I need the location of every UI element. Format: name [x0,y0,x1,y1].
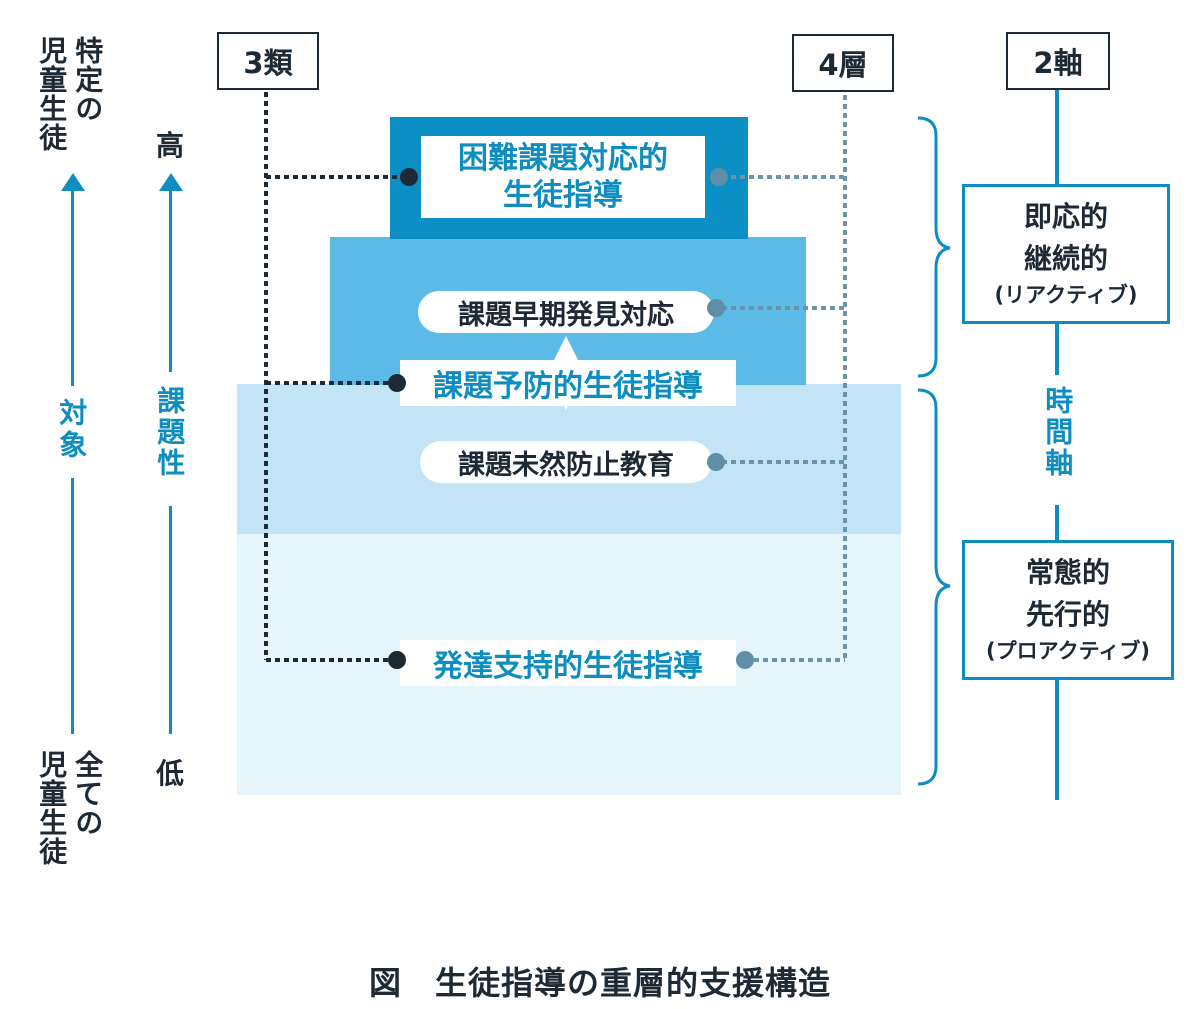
proactive-line1: 常態的 [1025,556,1110,590]
difficult-label-line1: 困難課題対応的 [458,140,668,176]
proactive-box: 常態的 先行的 (プロアクティブ) [962,540,1174,680]
four-layers-header-text: 4層 [818,48,868,82]
three-types-dot-development [388,651,406,669]
difficult-label-box: 困難課題対応的 生徒指導 [421,136,705,218]
two-axes-header: 2軸 [1006,32,1110,90]
four-layers-dot-difficult [710,168,728,186]
issue-low-label: 低 [156,757,185,790]
figure-caption: 図 生徒指導の重層的支援構造 [368,964,831,1002]
reactive-box: 即応的 継続的 (リアクティブ) [962,184,1170,324]
prevention-education-label: 課題未然防止教育 [458,449,674,481]
three-types-dot-difficult [400,168,418,186]
time-axis-label-text: 時間軸 [1041,386,1075,479]
prevention-label: 課題予防的生徒指導 [433,369,703,404]
target-axis-line-upper [71,188,74,386]
reactive-line2: 継続的 [1023,242,1108,276]
issue-up-arrow-icon [159,173,183,191]
target-axis-label-text: 対象 [55,398,89,462]
four-layers-dot-early-detection [707,299,725,317]
target-top-col2: 児童生徒 [35,36,69,152]
four-layers-dot-development [736,651,754,669]
issue-axis-line-upper [169,188,172,372]
target-bottom-col1: 全ての [71,750,105,837]
prevention-label-box: 課題予防的生徒指導 [400,360,736,406]
target-bottom-line2: 児童生徒 [35,750,69,866]
reactive-sub: (リアクティブ) [994,283,1138,308]
development-label: 発達支持的生徒指導 [433,649,703,684]
issue-high-label: 高 [156,129,185,162]
target-top-line2: 児童生徒 [35,36,69,152]
two-axes-header-text: 2軸 [1033,46,1083,80]
prevention-education-pill: 課題未然防止教育 [420,441,712,483]
target-axis-line-lower [71,478,74,734]
early-detection-label: 課題早期発見対応 [458,299,674,331]
target-axis-label: 対象 [55,398,89,462]
time-axis-label: 時間軸 [1041,386,1075,479]
issue-axis-line-lower [169,506,172,734]
target-up-arrow-icon [61,173,85,191]
target-top-col1: 特定の [71,36,105,123]
issue-axis-label-text: 課題性 [153,386,187,479]
four-layers-header: 4層 [792,34,894,92]
proactive-sub: (プロアクティブ) [986,639,1150,664]
proactive-line2: 先行的 [1025,598,1110,632]
target-top-line1: 特定の [71,36,105,123]
three-types-dot-prevention [388,374,406,392]
three-types-header-text: 3類 [243,46,293,80]
target-bottom-col2: 児童生徒 [35,750,69,866]
four-layers-dot-prevention-education [707,453,725,471]
three-types-header: 3類 [217,32,319,90]
development-label-box: 発達支持的生徒指導 [400,640,736,686]
issue-axis-label: 課題性 [153,386,187,479]
early-detection-pill: 課題早期発見対応 [418,291,714,333]
reactive-line1: 即応的 [1023,200,1108,234]
difficult-label-line2: 生徒指導 [503,178,623,213]
target-bottom-line1: 全ての [71,750,105,837]
